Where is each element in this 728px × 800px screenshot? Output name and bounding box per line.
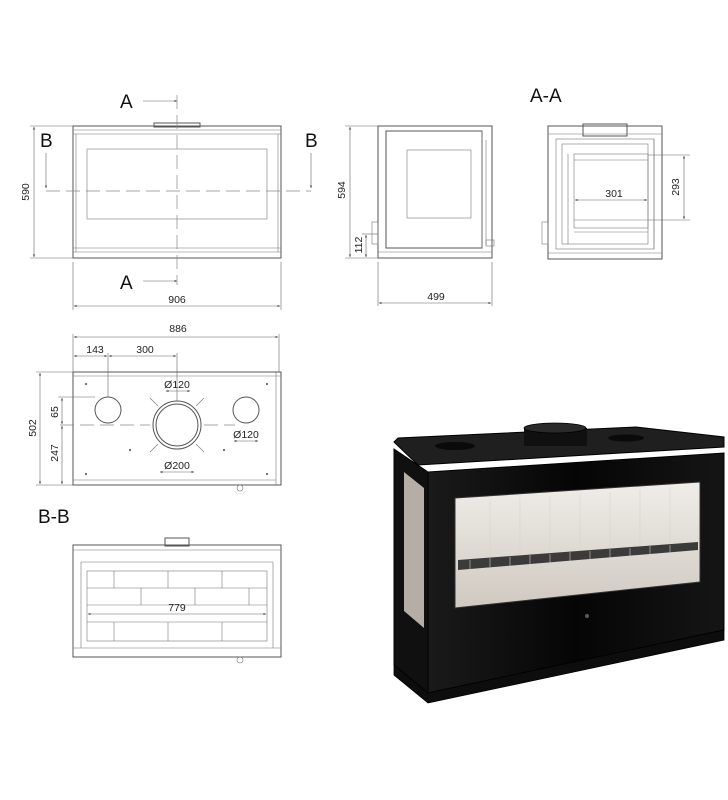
- side-view: 594 112 499: [336, 125, 495, 306]
- section-bb-chamber: [86, 570, 268, 642]
- section-label-a-bottom: A: [120, 273, 133, 294]
- dim-side-depth: 499: [427, 291, 445, 303]
- section-aa-outline: [547, 125, 663, 260]
- side-outline: [377, 125, 493, 259]
- outlet-right-circle: [232, 396, 260, 424]
- section-label-b-left: B: [40, 131, 53, 152]
- dim-outlet-2: Ø120: [233, 429, 259, 441]
- outlet-right: [608, 434, 644, 442]
- side-glass-outline: [406, 149, 472, 219]
- dim-front-height: 590: [20, 183, 32, 201]
- section-label-b-right: B: [305, 131, 318, 152]
- front-view: A A B B 590 906: [20, 92, 318, 310]
- side-glass: [404, 472, 424, 628]
- dim-aa-height: 293: [670, 178, 682, 196]
- section-bb-outline: [72, 544, 282, 658]
- dim-front-width: 906: [168, 294, 186, 306]
- top-view: 886 143 300 502 65 247 Ø120 Ø120 Ø200: [27, 323, 282, 492]
- dim-top-depth: 502: [27, 419, 39, 437]
- flue-circle: [152, 400, 202, 450]
- outlet-left: [435, 442, 475, 450]
- dim-top-total: 886: [169, 323, 187, 335]
- dim-top-spacing: 300: [136, 344, 154, 356]
- grate: [458, 542, 698, 570]
- dim-main-flue: Ø200: [164, 460, 190, 472]
- dim-side-height: 594: [336, 181, 348, 199]
- outlet-left-circle: [94, 396, 122, 424]
- front-glass: [454, 481, 701, 609]
- section-label-a-top: A: [120, 92, 133, 113]
- logo-mark: [585, 614, 589, 618]
- dim-bb-width: 779: [168, 602, 186, 614]
- section-title-aa: A-A: [530, 86, 562, 107]
- dim-aa-width: 301: [605, 188, 623, 200]
- dim-side-bottom: 112: [353, 236, 365, 253]
- section-title-bb: B-B: [38, 507, 70, 528]
- base: [393, 629, 725, 704]
- fireplace-3d-view: [393, 422, 725, 704]
- flue-collar: [523, 422, 587, 434]
- dim-outlet-1: Ø120: [164, 379, 190, 391]
- section-aa-chamber: [573, 153, 649, 229]
- dim-top-65: 65: [49, 406, 61, 418]
- section-bb: B-B 779: [38, 507, 282, 664]
- dim-top-left-offset: 143: [86, 344, 104, 356]
- dim-top-247: 247: [49, 444, 61, 462]
- section-aa: A-A 301 293: [530, 86, 690, 260]
